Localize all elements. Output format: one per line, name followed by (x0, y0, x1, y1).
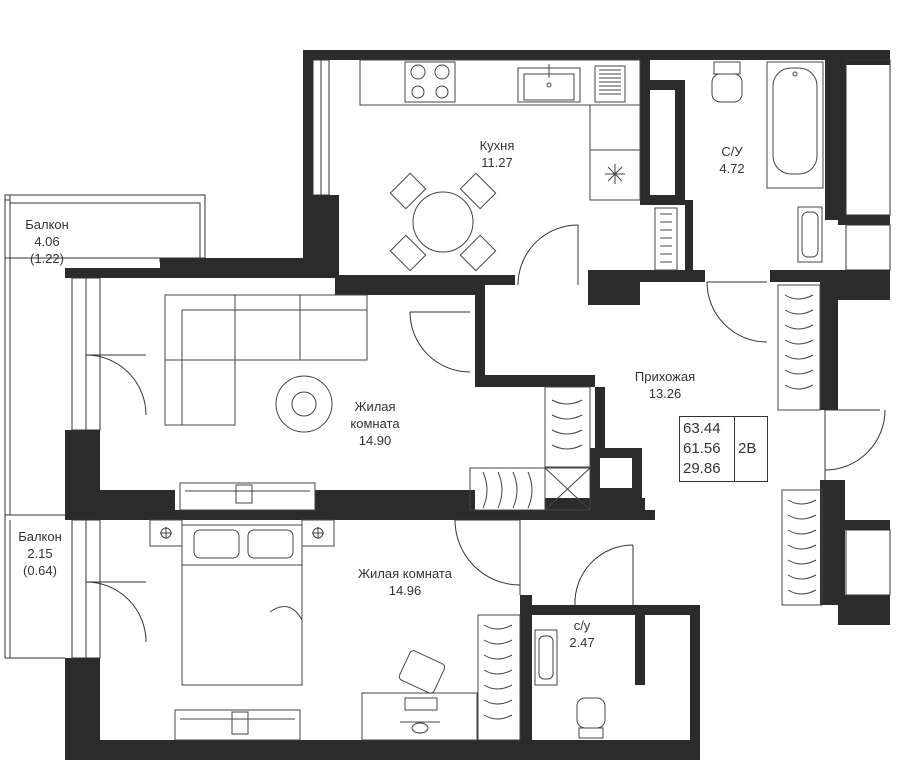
kitchen-area: 11.27 (481, 155, 513, 170)
total-area: 63.44 (683, 420, 721, 437)
balcony-1-area: 4.06 (34, 234, 60, 249)
bathroom-fixtures (711, 61, 824, 263)
area-summary-divider (734, 417, 735, 481)
outer-walls (65, 50, 890, 760)
bathroom-name: С/У (721, 144, 743, 159)
living-2-area: 14.96 (388, 583, 422, 598)
windows (71, 59, 891, 659)
hallway-area: 13.26 (648, 386, 682, 401)
balcony-2-name: Балкон (18, 529, 62, 544)
area-summary-numbers: 63.44 61.56 29.86 (683, 419, 721, 479)
living-1-area: 14.90 (358, 433, 392, 448)
balcony-2-coef: (0.64) (23, 563, 57, 578)
living2-furniture (149, 519, 521, 741)
wc-name: с/у (573, 618, 591, 633)
balcony-1-coef: (1.22) (30, 251, 64, 266)
living-1-name-line2: комната (350, 416, 400, 431)
living-2-name: Жилая комната (358, 566, 452, 581)
area-without-balconies: 61.56 (683, 440, 721, 457)
balcony-2-label: Балкон 2.15 (0.64) (5, 528, 75, 579)
living1-furniture (164, 294, 591, 511)
balcony-1-name: Балкон (25, 217, 69, 232)
hallway-furniture (777, 284, 823, 606)
doors (85, 224, 886, 643)
inner-walls (65, 60, 838, 760)
wc-area: 2.47 (569, 635, 595, 650)
living-area: 29.86 (683, 460, 721, 477)
balconies (4, 194, 206, 659)
living-2-label: Жилая комната 14.96 (350, 565, 460, 599)
balcony-2-area: 2.15 (27, 546, 53, 561)
kitchen-furniture (359, 59, 678, 272)
apartment-type: 2В (738, 440, 757, 457)
wc-fixtures (534, 629, 606, 739)
hallway-name: Прихожая (634, 369, 696, 384)
hallway-label: Прихожая 13.26 (620, 368, 710, 402)
wc-label: с/у 2.47 (557, 617, 607, 651)
kitchen-name: Кухня (479, 138, 515, 153)
area-summary-box: 63.44 61.56 29.86 2В (679, 416, 768, 482)
balcony-1-label: Балкон 4.06 (1.22) (12, 216, 82, 267)
bathroom-area: 4.72 (719, 161, 745, 176)
living-1-name-line1: Жилая (354, 399, 396, 414)
living-1-label: Жилая комната 14.90 (335, 398, 415, 449)
kitchen-label: Кухня 11.27 (462, 137, 532, 171)
bathroom-label: С/У 4.72 (702, 143, 762, 177)
